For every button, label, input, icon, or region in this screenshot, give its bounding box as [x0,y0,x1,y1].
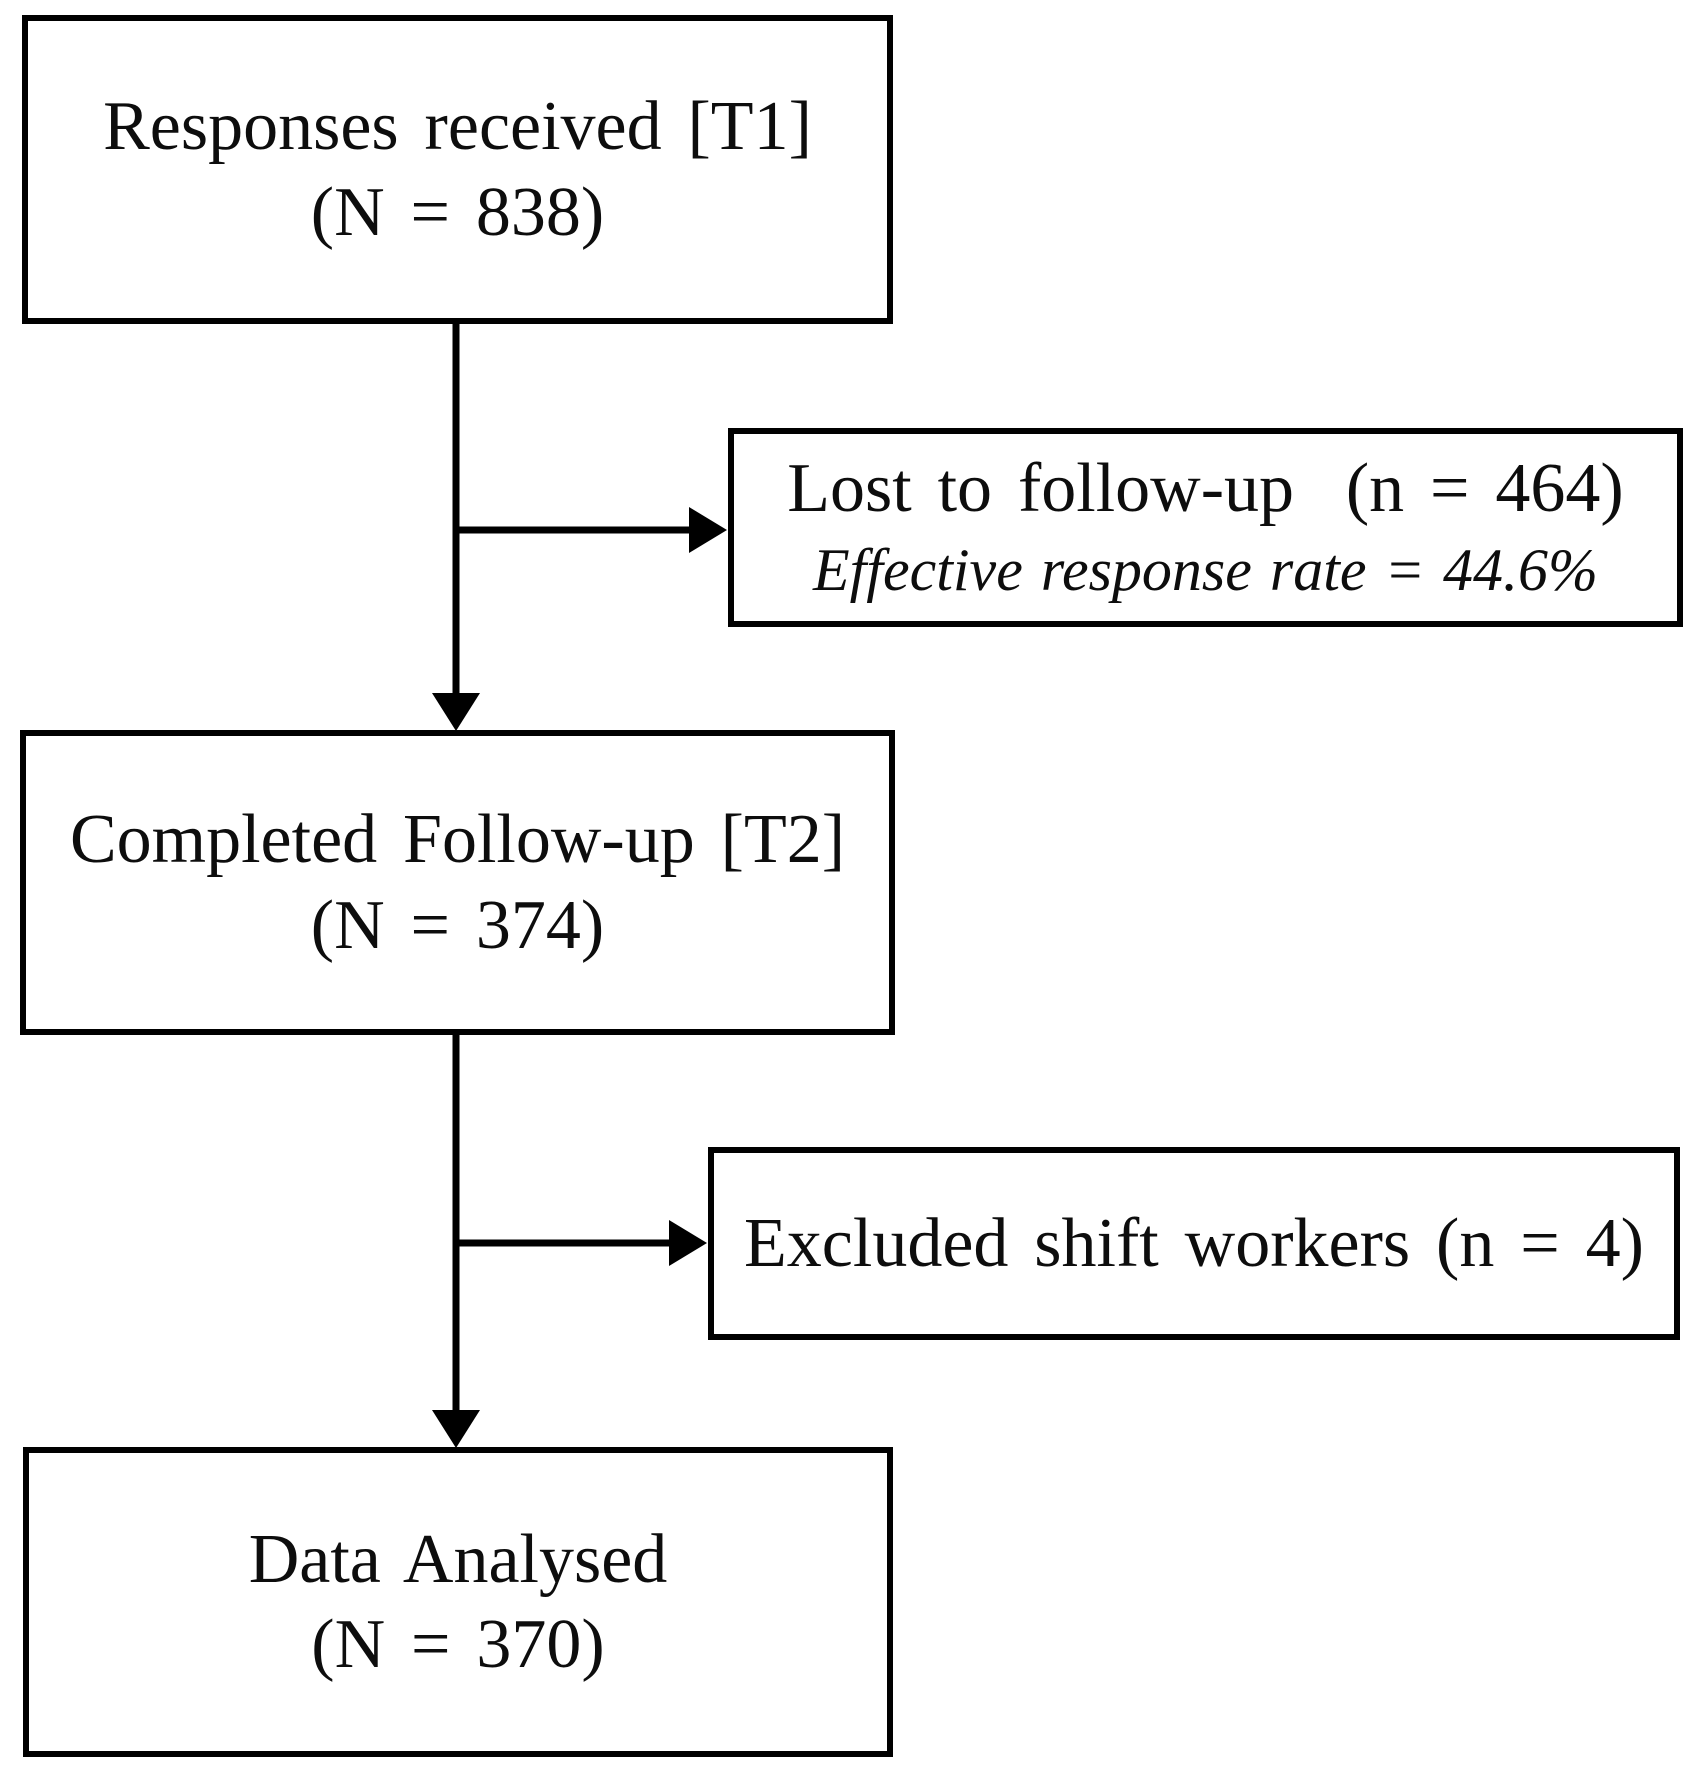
flow-box-data-analysed: Data Analysed (N = 370) [23,1447,893,1757]
responses-received-count: (N = 838) [310,173,605,251]
flow-box-completed-follow-up: Completed Follow-up [T2] (N = 374) [20,730,895,1035]
arrow-branch-to-excluded [453,1220,707,1266]
completed-follow-up-count: (N = 374) [310,886,605,964]
lost-to-follow-up-label: Lost to follow-up (n = 464) [787,449,1624,527]
completed-follow-up-label: Completed Follow-up [T2] [69,801,846,879]
arrow-completed-to-analysed [432,1032,480,1448]
flow-box-excluded-shift-workers: Excluded shift workers (n = 4) [708,1147,1680,1340]
effective-response-rate-note: Effective response rate = 44.6% [812,537,1599,604]
excluded-shift-workers-label: Excluded shift workers (n = 4) [744,1204,1644,1282]
data-analysed-label: Data Analysed [248,1520,668,1598]
flow-box-lost-to-follow-up: Lost to follow-up (n = 464) Effective re… [728,428,1683,627]
responses-received-label: Responses received [T1] [103,88,812,166]
arrow-branch-to-lost-to-follow-up [453,507,727,553]
flow-box-responses-received: Responses received [T1] (N = 838) [22,15,893,324]
arrow-responses-to-completed [432,320,480,731]
data-analysed-count: (N = 370) [311,1606,605,1683]
